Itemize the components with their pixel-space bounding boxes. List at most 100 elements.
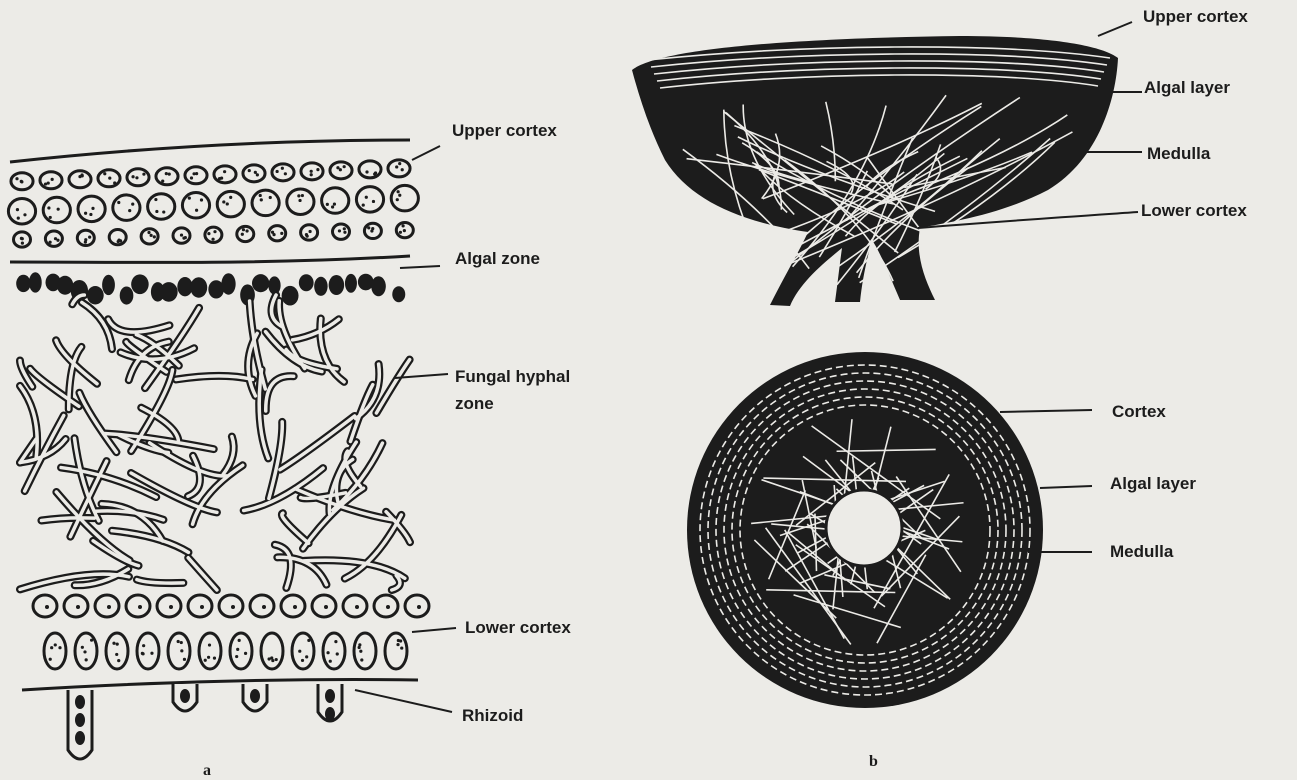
cell-dot bbox=[84, 212, 87, 215]
cell-dot bbox=[365, 170, 368, 173]
cortex-cell bbox=[64, 595, 88, 617]
lower-cortex-layer bbox=[22, 595, 429, 690]
cell-dot bbox=[241, 233, 244, 236]
lower-cortex-cells bbox=[33, 595, 429, 669]
cell-dot bbox=[260, 198, 263, 201]
cell-dot bbox=[338, 229, 341, 232]
cell-dot bbox=[15, 177, 18, 180]
cortex-cell bbox=[214, 166, 236, 183]
cell-dot bbox=[403, 229, 406, 232]
cortex-cell bbox=[354, 633, 376, 669]
cell-dot bbox=[395, 165, 398, 168]
cell-dot bbox=[165, 172, 168, 175]
cell-dot bbox=[81, 646, 84, 649]
label-medulla-top: Medulla bbox=[1147, 144, 1211, 163]
cortex-cell bbox=[230, 633, 252, 669]
cell-dot bbox=[329, 660, 332, 663]
cell-dot bbox=[88, 236, 91, 239]
cell-dot bbox=[281, 167, 284, 170]
label-rhizoid: Rhizoid bbox=[462, 706, 523, 725]
cell-dot bbox=[402, 224, 405, 227]
algal-cell bbox=[221, 273, 235, 295]
cell-dot bbox=[326, 203, 329, 206]
cortex-cell bbox=[44, 633, 66, 669]
cell-dot bbox=[333, 203, 336, 206]
cortex-cell bbox=[356, 187, 383, 213]
cortex-cell bbox=[250, 595, 274, 617]
cell-dot bbox=[161, 180, 164, 183]
cortex-cell bbox=[243, 165, 265, 182]
cell-dot bbox=[359, 650, 362, 653]
cell-dot bbox=[399, 231, 402, 234]
cell-dot bbox=[23, 213, 26, 216]
label-lower-cortex-b: Lower cortex bbox=[1141, 201, 1247, 220]
cortex-cell bbox=[272, 164, 294, 181]
cortex-cell bbox=[156, 168, 178, 185]
cell-dot bbox=[107, 605, 111, 609]
cortex-cell bbox=[148, 194, 175, 220]
rhizoid-cell bbox=[250, 689, 260, 703]
cell-dot bbox=[367, 226, 370, 229]
cell-dot bbox=[355, 605, 359, 609]
cell-dot bbox=[213, 657, 216, 660]
cell-dot bbox=[372, 200, 375, 203]
cell-dot bbox=[192, 172, 195, 175]
cell-dot bbox=[153, 235, 156, 238]
cell-dot bbox=[293, 605, 297, 609]
cell-dot bbox=[306, 235, 309, 238]
panel-b-top-cup-section: Upper cortex Algal layer Medulla Lower c… bbox=[632, 7, 1248, 306]
cell-dot bbox=[117, 659, 120, 662]
label-algal-zone: Algal zone bbox=[455, 249, 540, 268]
cell-dot bbox=[238, 639, 241, 642]
cell-dot bbox=[180, 649, 183, 652]
cell-dot bbox=[49, 241, 52, 244]
algal-cell bbox=[120, 286, 134, 304]
cell-dot bbox=[54, 643, 57, 646]
cell-dot bbox=[272, 233, 275, 236]
cell-dot bbox=[343, 165, 346, 168]
cell-dot bbox=[226, 202, 229, 205]
panel-b-bottom-round-section: Cortex Algal layer Medulla b bbox=[687, 352, 1196, 770]
cortex-cell bbox=[359, 161, 381, 178]
cortex-cell bbox=[43, 197, 70, 223]
cell-dot bbox=[128, 209, 131, 212]
cell-dot bbox=[280, 232, 283, 235]
rhizoids bbox=[68, 684, 342, 759]
rhizoid-cell bbox=[75, 731, 85, 745]
cell-dot bbox=[204, 659, 207, 662]
cortex-cell bbox=[185, 167, 207, 184]
cell-dot bbox=[298, 650, 301, 653]
cell-dot bbox=[305, 655, 308, 658]
cell-dot bbox=[115, 653, 118, 656]
algal-cell bbox=[87, 286, 104, 304]
cell-dot bbox=[76, 605, 80, 609]
cell-dot bbox=[147, 231, 150, 234]
cell-dot bbox=[223, 170, 226, 173]
cell-dot bbox=[336, 652, 339, 655]
cell-dot bbox=[297, 194, 300, 197]
cell-dot bbox=[50, 646, 53, 649]
cell-dot bbox=[103, 172, 106, 175]
cortex-cell bbox=[261, 633, 283, 669]
cell-dot bbox=[177, 640, 180, 643]
cell-dot bbox=[47, 206, 50, 209]
cortex-cell bbox=[405, 595, 429, 617]
cell-dot bbox=[45, 605, 49, 609]
cell-dot bbox=[397, 190, 400, 193]
cell-dot bbox=[213, 230, 216, 233]
cell-dot bbox=[183, 658, 186, 661]
cell-dot bbox=[180, 641, 183, 644]
algal-cell bbox=[190, 277, 207, 297]
cell-dot bbox=[398, 162, 401, 165]
cell-dot bbox=[141, 652, 144, 655]
cortex-cell bbox=[312, 595, 336, 617]
cell-dot bbox=[259, 194, 262, 197]
cell-dot bbox=[231, 605, 235, 609]
cell-dot bbox=[360, 658, 363, 661]
cortex-cell bbox=[237, 226, 254, 241]
algal-cell bbox=[329, 275, 345, 295]
cell-dot bbox=[142, 173, 145, 176]
hypha bbox=[112, 531, 188, 553]
cell-dot bbox=[47, 181, 50, 184]
